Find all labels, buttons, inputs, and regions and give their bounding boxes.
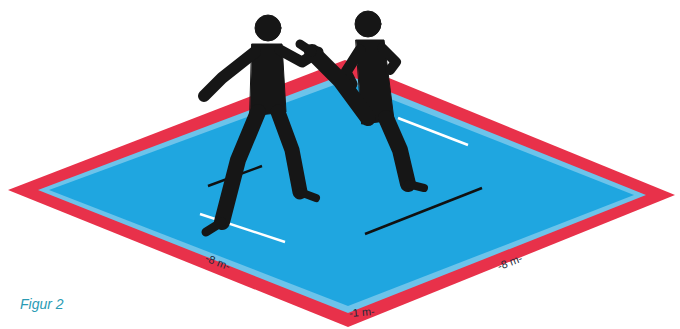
mat-band [38,74,646,313]
mat-area [49,81,634,306]
mat-border [8,60,675,327]
dimension-label: -1 m- [349,305,376,319]
figure-caption: Figur 2 [20,296,64,312]
fighter-right [300,11,424,188]
fighter-left [204,15,318,232]
